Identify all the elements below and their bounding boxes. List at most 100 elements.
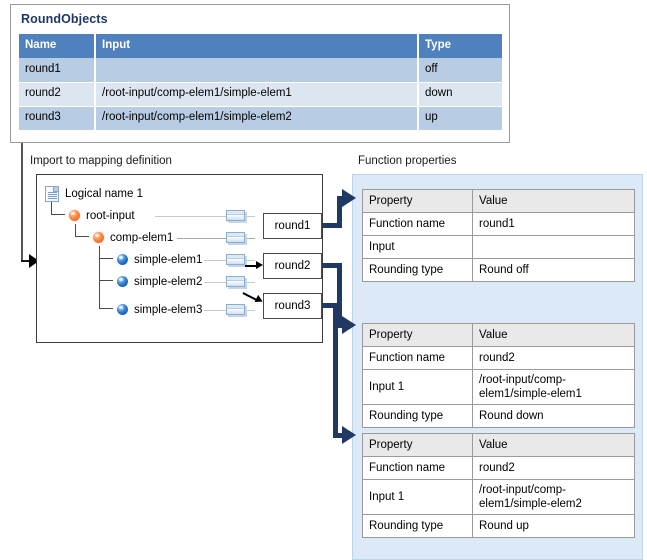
navy-connector-round2-v — [337, 263, 342, 328]
cell-property: Input 1 — [362, 479, 473, 515]
table-header-row: Name Input Type — [19, 34, 502, 58]
tree-elbow — [99, 296, 113, 309]
round-objects-panel: RoundObjects Name Input Type round1 off … — [10, 4, 510, 143]
table-row[interactable]: round1 off — [19, 58, 502, 83]
mapping-handle-simple-elem2[interactable] — [226, 276, 245, 287]
navy-connector-round3-h1 — [320, 303, 338, 308]
function-properties-table-1: Property Value Function name round1 Inpu… — [362, 189, 635, 282]
orange-sphere-icon — [93, 232, 104, 243]
table-row[interactable]: Rounding type Round up — [362, 514, 635, 538]
column-header-name: Name — [19, 34, 96, 58]
column-header-value: Value — [472, 323, 635, 347]
table-row[interactable]: Input 1 /root-input/comp-elem1/simple-el… — [362, 479, 635, 515]
feed-connector-horizontal — [21, 260, 31, 262]
column-header-property: Property — [362, 189, 473, 213]
cell-value: /root-input/comp-elem1/simple-elem2 — [472, 479, 635, 515]
map-arrow-line-elem1 — [245, 265, 258, 267]
tree-item-label: Logical name 1 — [65, 187, 143, 200]
column-header-property: Property — [362, 323, 473, 347]
function-box-label: round1 — [274, 220, 311, 232]
tree-item-label: simple-elem1 — [134, 253, 203, 266]
column-header-value: Value — [472, 433, 635, 457]
function-properties-table-3: Property Value Function name round2 Inpu… — [362, 433, 635, 538]
column-header-property: Property — [362, 433, 473, 457]
column-header-value: Value — [472, 189, 635, 213]
navy-connector-round3-h2 — [333, 433, 346, 438]
column-header-input: Input — [95, 34, 419, 58]
round-objects-table: Name Input Type round1 off round2 /root-… — [19, 34, 502, 131]
cell-input: /root-input/comp-elem1/simple-elem2 — [95, 106, 419, 131]
map-arrow-icon-elem1 — [256, 261, 263, 269]
tree-item-simple-elem3[interactable]: simple-elem3 — [117, 299, 202, 320]
table-row[interactable]: Rounding type Round off — [362, 258, 635, 282]
tree-item-label: root-input — [86, 209, 135, 222]
table-row[interactable]: Rounding type Round down — [362, 404, 635, 428]
navy-connector-round2-h2 — [337, 323, 346, 328]
table-row[interactable]: round3 /root-input/comp-elem1/simple-ele… — [19, 106, 502, 131]
tree-elbow — [99, 268, 113, 281]
document-icon — [45, 185, 59, 202]
function-properties-label: Function properties — [358, 155, 457, 167]
cell-value: round2 — [472, 456, 635, 480]
navy-arrow-icon-table2 — [342, 316, 356, 334]
orange-sphere-icon — [69, 210, 80, 221]
tree-elbow — [51, 202, 65, 215]
mapping-handle-simple-elem1[interactable] — [226, 254, 245, 265]
navy-connector-round1-v — [337, 196, 342, 226]
mapping-leader-line — [155, 216, 255, 217]
cell-value: round2 — [472, 346, 635, 370]
cell-value: Round down — [472, 404, 635, 428]
table-row[interactable]: Input 1 /root-input/comp-elem1/simple-el… — [362, 369, 635, 405]
table-row[interactable]: Function name round1 — [362, 212, 635, 236]
cell-property: Input 1 — [362, 369, 473, 405]
cell-type: up — [418, 106, 502, 131]
table-row[interactable]: round2 /root-input/comp-elem1/simple-ele… — [19, 82, 502, 107]
cell-name: round1 — [19, 58, 96, 83]
cell-property: Function name — [362, 212, 473, 236]
cell-name: round3 — [19, 106, 96, 131]
table-header-row: Property Value — [362, 433, 635, 457]
function-box-round3[interactable]: round3 — [263, 293, 322, 319]
cell-property: Function name — [362, 346, 473, 370]
function-box-round2[interactable]: round2 — [263, 253, 322, 279]
tree-item-label: comp-elem1 — [110, 231, 174, 244]
cell-value: /root-input/comp-elem1/simple-elem1 — [472, 369, 635, 405]
column-header-type: Type — [418, 34, 502, 58]
tree-item-simple-elem2[interactable]: simple-elem2 — [117, 271, 202, 292]
mapping-handle-root-input[interactable] — [226, 210, 245, 221]
tree-item-root-input[interactable]: root-input — [69, 205, 135, 226]
tree-item-comp-elem1[interactable]: comp-elem1 — [93, 227, 173, 248]
navy-arrow-icon-table3 — [342, 426, 356, 444]
function-properties-panel: Property Value Function name round1 Inpu… — [352, 174, 643, 560]
tree-item-logical-name[interactable]: Logical name 1 — [45, 183, 143, 204]
table-row[interactable]: Function name round2 — [362, 456, 635, 480]
blue-sphere-icon — [117, 276, 128, 287]
cell-property: Rounding type — [362, 258, 473, 282]
cell-property: Input — [362, 235, 473, 259]
cell-name: round2 — [19, 82, 96, 107]
navy-connector-round1-h2 — [337, 196, 346, 201]
tree-item-label: simple-elem2 — [134, 275, 203, 288]
tree-item-label: simple-elem3 — [134, 303, 203, 316]
function-box-round1[interactable]: round1 — [263, 213, 322, 239]
mapping-handle-comp-elem1[interactable] — [226, 232, 245, 243]
table-row[interactable]: Input — [362, 235, 635, 259]
navy-connector-round3-v — [333, 303, 338, 438]
blue-sphere-icon — [117, 304, 128, 315]
cell-input — [95, 58, 419, 83]
cell-value — [472, 235, 635, 259]
function-box-label: round3 — [274, 300, 311, 312]
tree-item-simple-elem1[interactable]: simple-elem1 — [117, 249, 202, 270]
navy-connector-round2-h1 — [320, 263, 342, 268]
import-panel-label: Import to mapping definition — [30, 155, 172, 167]
tree-stem — [99, 246, 100, 309]
tree-elbow — [75, 224, 89, 237]
mapping-handle-simple-elem3[interactable] — [226, 304, 245, 315]
cell-property: Rounding type — [362, 514, 473, 538]
feed-arrow-icon — [29, 254, 39, 268]
cell-input: /root-input/comp-elem1/simple-elem1 — [95, 82, 419, 107]
tree-elbow — [99, 246, 113, 259]
cell-value: Round off — [472, 258, 635, 282]
cell-type: off — [418, 58, 502, 83]
table-row[interactable]: Function name round2 — [362, 346, 635, 370]
